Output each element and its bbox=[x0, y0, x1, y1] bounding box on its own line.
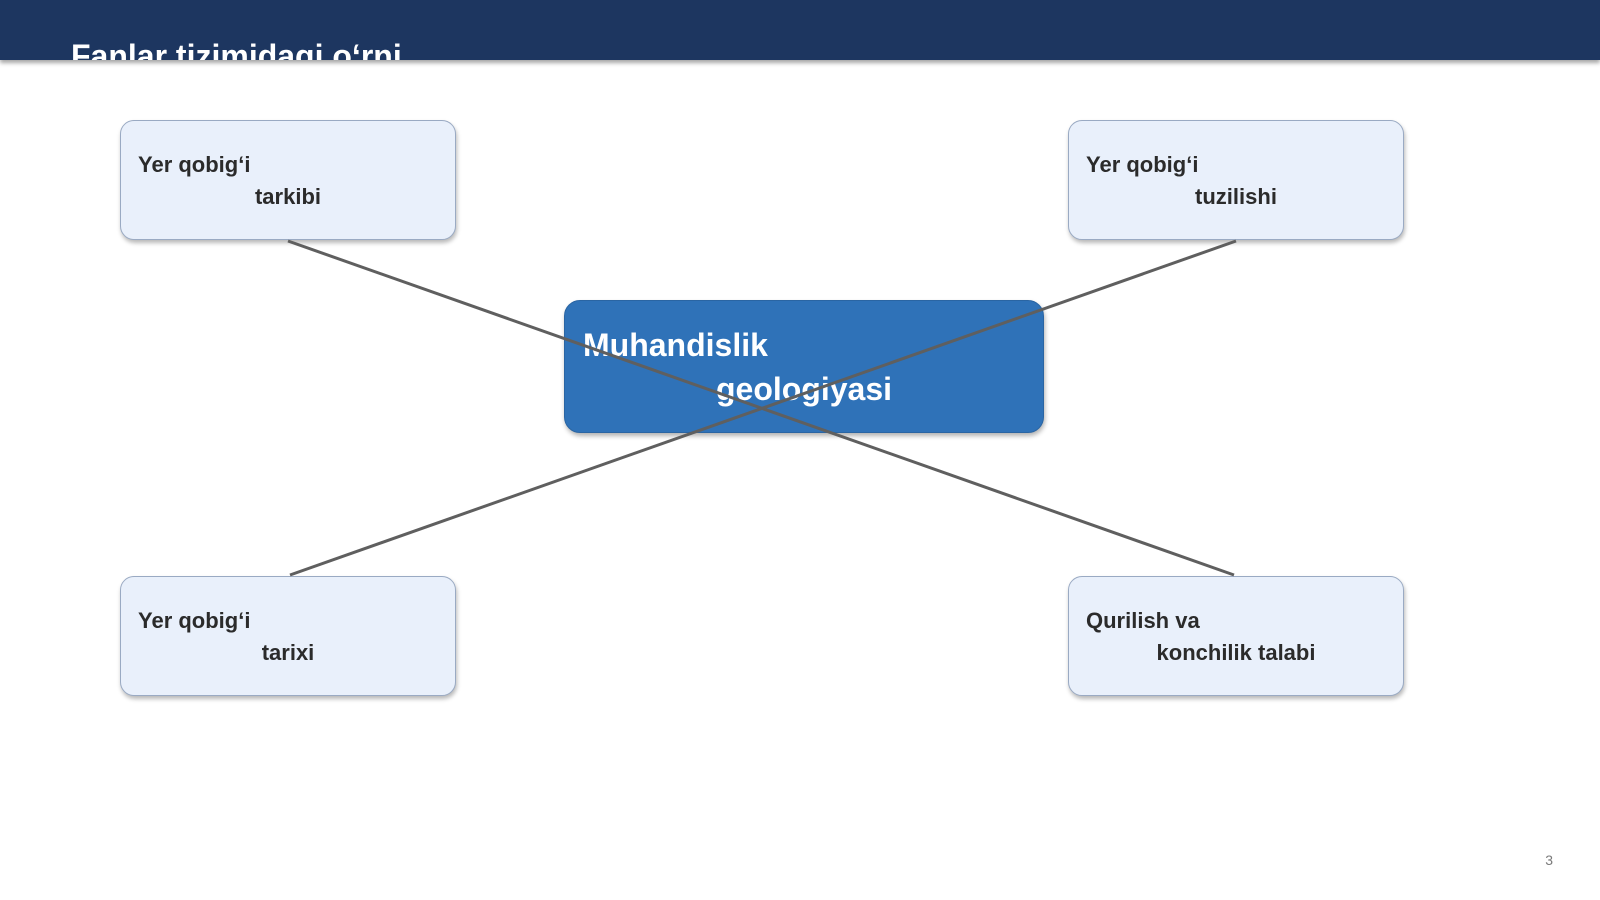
node-bottom-right: Qurilish va konchilik talabi bbox=[1068, 576, 1404, 696]
center-label-line2: geologiyasi bbox=[715, 371, 893, 407]
node-label-line2: tuzilishi bbox=[1195, 184, 1277, 209]
node-label-line2: konchilik talabi bbox=[1156, 640, 1316, 665]
node-top-left: Yer qobig‘i tarkibi bbox=[120, 120, 456, 240]
node-label-line1: Yer qobig‘i bbox=[1086, 152, 1199, 177]
page-number: 3 bbox=[1545, 852, 1553, 868]
node-label-line1: Yer qobig‘i bbox=[138, 152, 251, 177]
node-label-line1: Yer qobig‘i bbox=[138, 608, 251, 633]
node-label-line2: tarkibi bbox=[254, 184, 322, 209]
header-bar: Fanlar tizimidagi o‘rni bbox=[0, 0, 1600, 60]
node-label-line1: Qurilish va bbox=[1086, 608, 1200, 633]
node-top-right: Yer qobig‘i tuzilishi bbox=[1068, 120, 1404, 240]
node-label-line2: tarixi bbox=[261, 640, 315, 665]
slide-title: Fanlar tizimidagi o‘rni bbox=[71, 38, 402, 60]
center-node: Muhandislik geologiyasi bbox=[564, 300, 1044, 433]
center-label-line1: Muhandislik bbox=[583, 327, 768, 363]
node-bottom-left: Yer qobig‘i tarixi bbox=[120, 576, 456, 696]
